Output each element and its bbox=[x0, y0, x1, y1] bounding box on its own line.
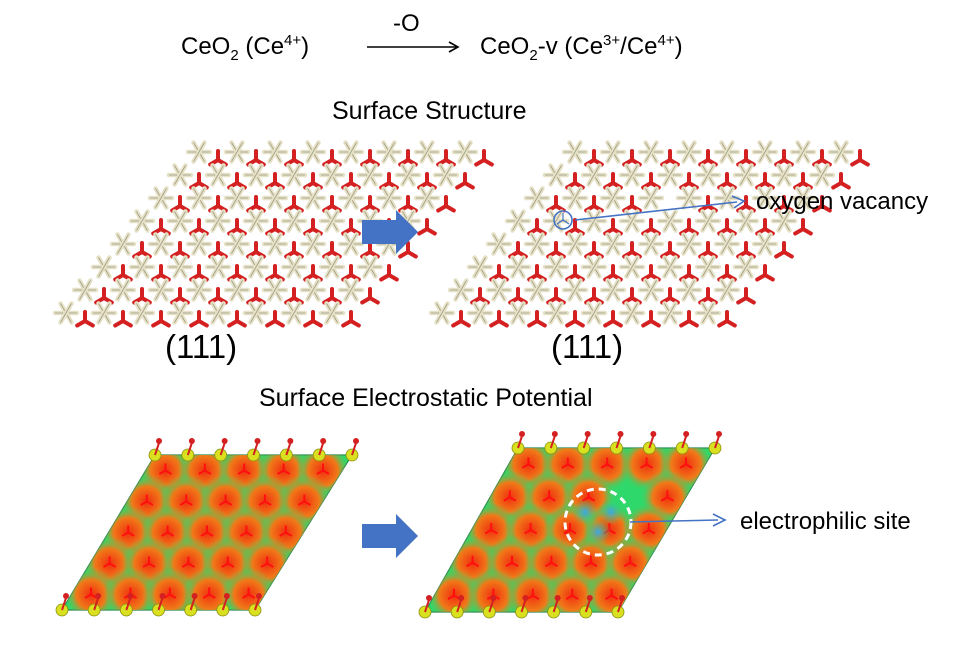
ce-o-unit bbox=[90, 301, 133, 328]
ce-o-unit bbox=[261, 278, 304, 305]
ce-o-unit bbox=[523, 232, 566, 259]
ce-o-unit bbox=[280, 301, 323, 328]
ce-o-unit bbox=[166, 301, 209, 328]
ce-o-unit bbox=[770, 163, 813, 190]
ce-o-unit bbox=[337, 186, 380, 213]
ce-o-unit bbox=[128, 301, 171, 328]
reaction-arrow-label: -O bbox=[393, 10, 420, 37]
ce-o-unit bbox=[466, 301, 509, 328]
ce-o-unit bbox=[147, 278, 190, 305]
ce-o-unit bbox=[694, 301, 737, 328]
ce-o-unit bbox=[318, 301, 361, 328]
ce-o-unit bbox=[299, 232, 342, 259]
ce-o-unit bbox=[561, 232, 604, 259]
ce-o-unit bbox=[147, 232, 190, 259]
ce-o-unit bbox=[599, 232, 642, 259]
oxygen-vacancy-label: oxygen vacancy bbox=[756, 188, 929, 215]
structure-section-title: Surface Structure bbox=[332, 97, 527, 125]
ce-o-unit bbox=[428, 301, 471, 328]
ce-o-unit bbox=[789, 186, 832, 213]
ce-o-unit bbox=[318, 163, 361, 190]
ce-o-unit bbox=[523, 186, 566, 213]
transformation-arrow-structure bbox=[362, 210, 418, 254]
ce-o-unit bbox=[185, 186, 228, 213]
ce-o-unit bbox=[337, 278, 380, 305]
ce-o-unit bbox=[109, 278, 152, 305]
ce-o-unit bbox=[713, 278, 756, 305]
ce-o-unit bbox=[751, 140, 794, 167]
ce-o-unit bbox=[413, 186, 456, 213]
ce-o-unit bbox=[637, 232, 680, 259]
ce-o-unit bbox=[580, 209, 623, 236]
ce-o-unit bbox=[242, 301, 285, 328]
ce-o-unit bbox=[751, 232, 794, 259]
ce-o-unit bbox=[318, 255, 361, 282]
ce-o-unit bbox=[770, 209, 813, 236]
ce-o-unit bbox=[299, 278, 342, 305]
ce-o-unit bbox=[242, 163, 285, 190]
ce-o-unit bbox=[732, 163, 775, 190]
left-facet-label: (111) bbox=[165, 328, 238, 365]
ce-o-unit bbox=[656, 301, 699, 328]
ce-o-unit bbox=[751, 186, 794, 213]
electrophilic-site-label: electrophilic site bbox=[740, 508, 911, 535]
reactant-formula: CeO2 (Ce4+) bbox=[181, 32, 310, 64]
vacancy-pointer-line bbox=[574, 201, 738, 221]
ce-o-unit bbox=[204, 209, 247, 236]
ce-o-unit bbox=[432, 163, 475, 190]
right-facet-label: (111) bbox=[551, 328, 624, 365]
vacancy-marker-circle bbox=[553, 210, 573, 230]
ce-o-unit bbox=[637, 186, 665, 210]
ce-o-unit bbox=[375, 140, 418, 167]
ce-o-unit bbox=[656, 209, 699, 236]
ce-o-unit bbox=[808, 163, 851, 190]
ce-o-unit bbox=[394, 163, 437, 190]
ce-o-unit bbox=[356, 255, 399, 282]
ce-o-unit bbox=[599, 140, 642, 167]
ce-o-unit bbox=[223, 140, 266, 167]
ce-o-unit bbox=[242, 255, 285, 282]
ce-o-unit bbox=[413, 140, 456, 167]
ce-o-unit bbox=[599, 278, 642, 305]
electrophilic-pointer-line bbox=[629, 519, 719, 523]
ce-o-unit bbox=[618, 301, 661, 328]
product-formula: CeO2-v (Ce3+/Ce4+) bbox=[480, 32, 683, 64]
transformation-arrow-potential bbox=[362, 514, 418, 558]
potential-section-title: Surface Electrostatic Potential bbox=[259, 384, 593, 412]
ce-o-unit bbox=[675, 278, 718, 305]
ce-o-unit bbox=[542, 209, 585, 236]
ce-o-unit bbox=[675, 140, 718, 167]
ce-o-unit bbox=[561, 278, 604, 305]
ce-o-unit bbox=[580, 163, 623, 190]
ce-o-unit bbox=[280, 255, 323, 282]
ce-o-unit bbox=[827, 140, 870, 167]
ce-o-unit bbox=[485, 278, 528, 305]
ce-o-unit bbox=[299, 186, 342, 213]
electrophilic-site-circle bbox=[563, 487, 633, 557]
ce-o-unit bbox=[466, 255, 509, 282]
ce-o-unit bbox=[542, 301, 585, 328]
ce-o-unit bbox=[732, 255, 775, 282]
ce-o-unit bbox=[52, 301, 95, 328]
ce-o-unit bbox=[451, 140, 494, 167]
ce-o-unit bbox=[580, 301, 623, 328]
reaction-arrow bbox=[367, 41, 460, 53]
ce-o-unit bbox=[204, 301, 247, 328]
ce-o-unit bbox=[504, 301, 547, 328]
ce-o-unit bbox=[223, 186, 266, 213]
